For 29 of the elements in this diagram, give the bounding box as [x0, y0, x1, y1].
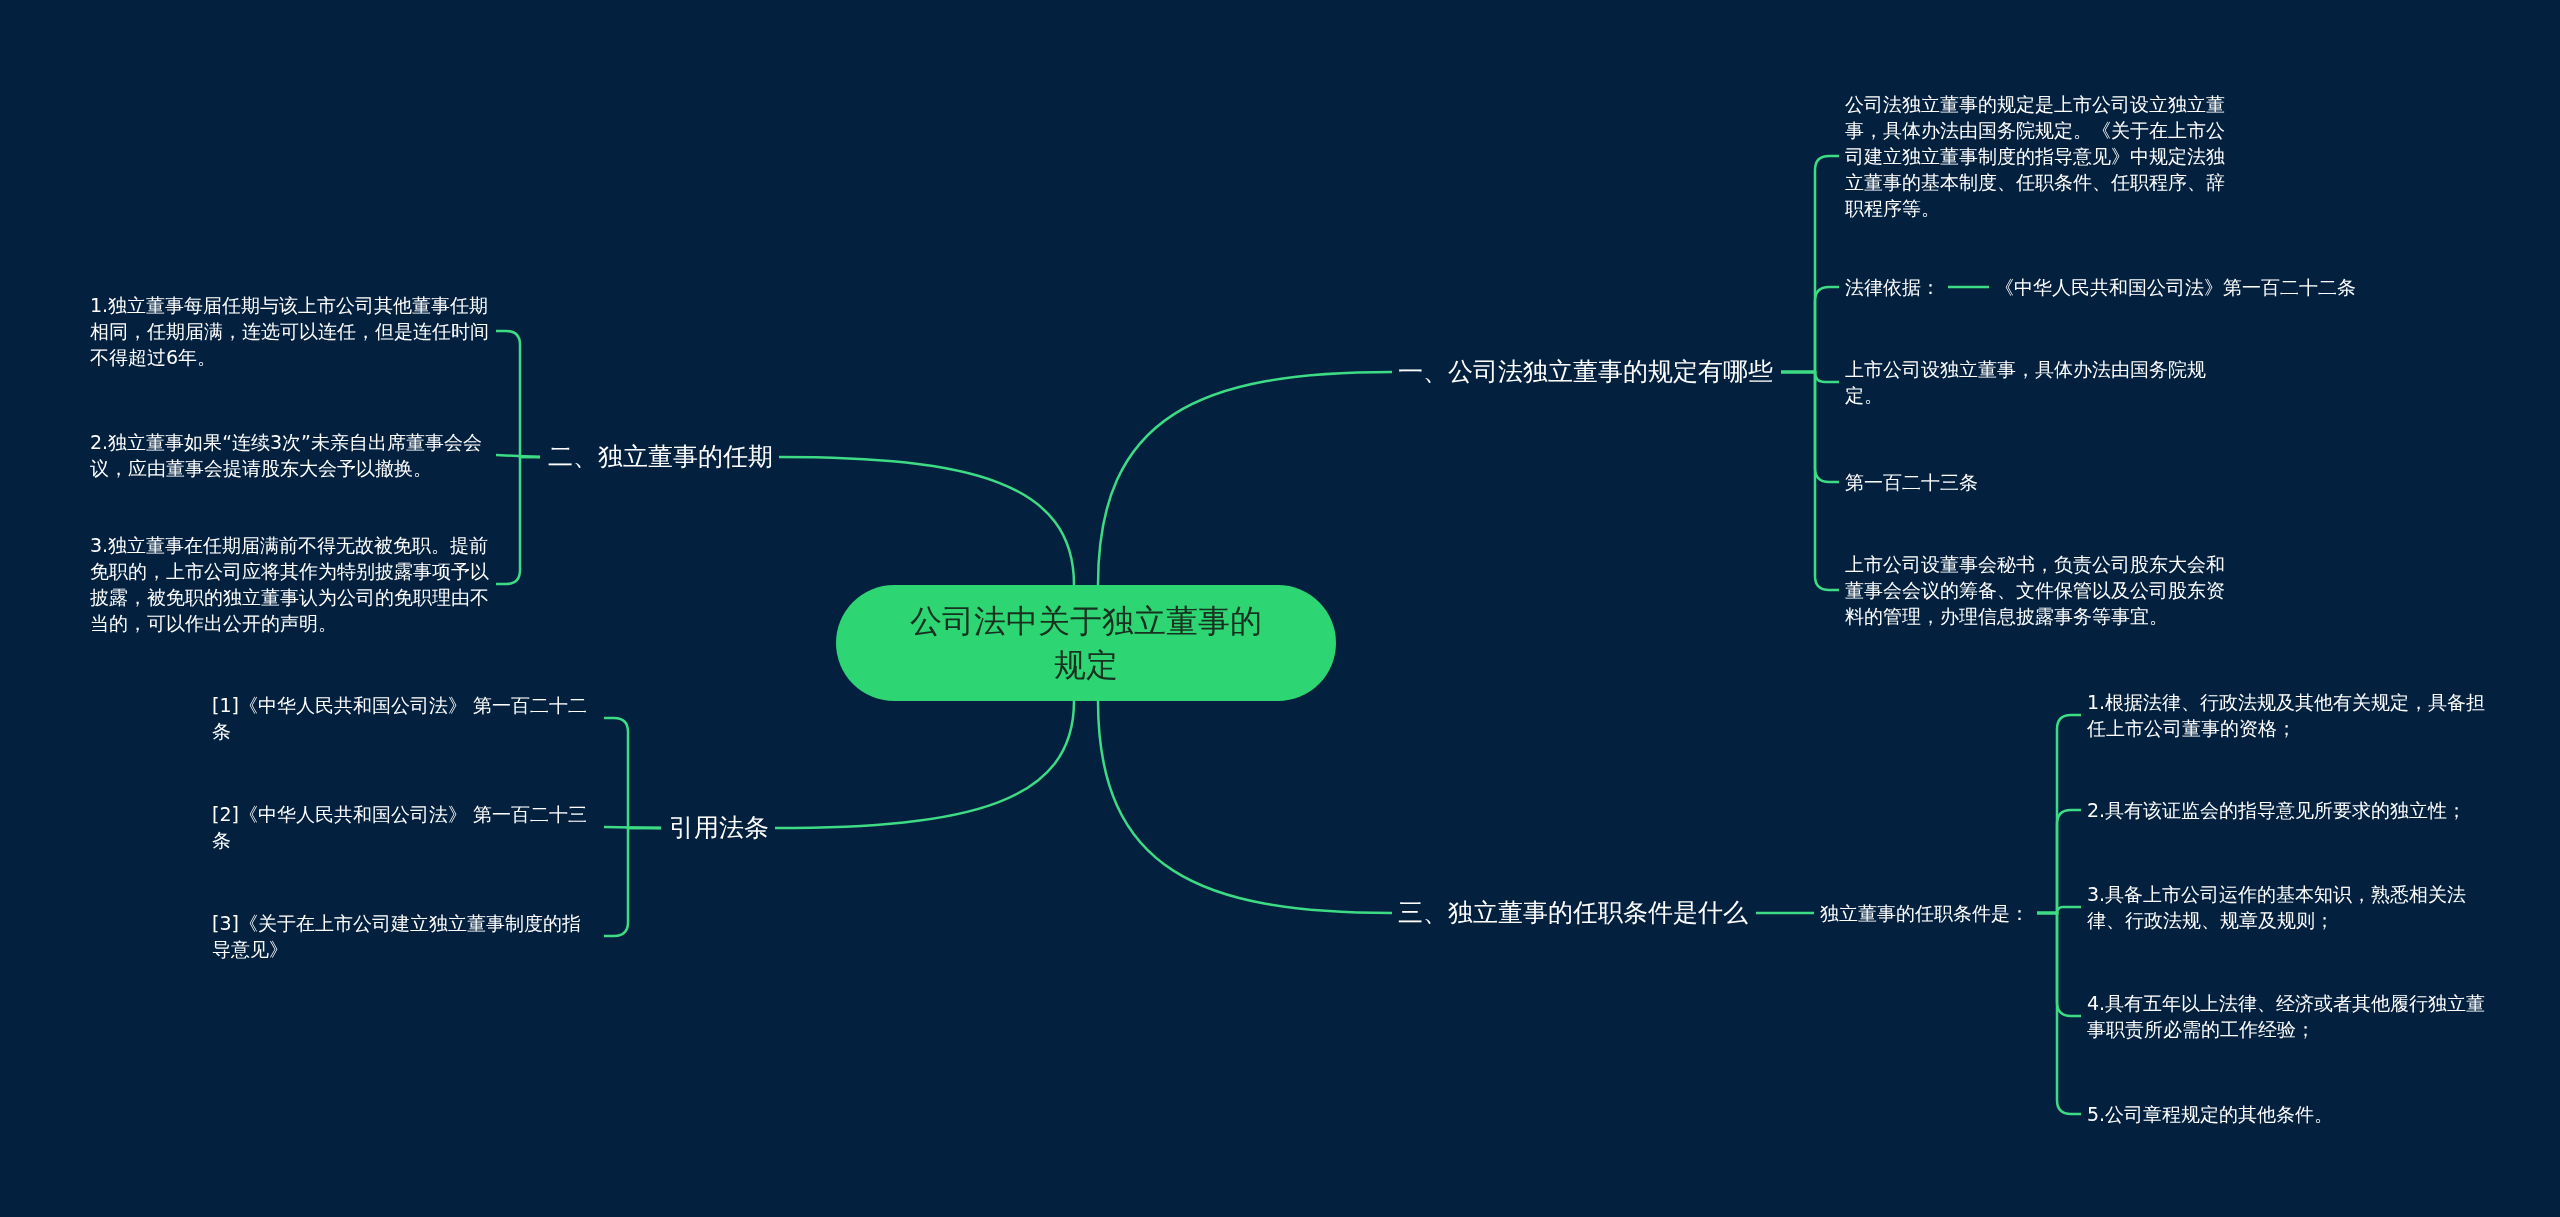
leaf-text: [3]《关于在上市公司建立独立董事制度的指导意见》 [212, 910, 598, 962]
leaf-text: 上市公司设董事会秘书，负责公司股东大会和董事会会议的筹备、文件保管以及公司股东资料的管理，办理信息披露事务等事宜。 [1845, 551, 2233, 629]
leaf-text: 第一百二十三条 [1845, 469, 1978, 495]
leaf-text: 法律依据： [1845, 274, 1940, 300]
connector-line [775, 700, 1076, 830]
leaf-text: 2.具有该证监会的指导意见所要求的独立性； [2087, 797, 2487, 823]
leaf-text: 上市公司设独立董事，具体办法由国务院规定。 [1845, 356, 2233, 408]
central-topic: 公司法中关于独立董事的规定 [836, 585, 1336, 701]
branch-topic: 引用法条 [669, 812, 769, 844]
leaf-text: 3.独立董事在任期届满前不得无故被免职。提前免职的，上市公司应将其作为特别披露事项予以披露，被免职的独立董事认为公司的免职理由不当的，可以作出公开的声明。 [90, 532, 490, 636]
leaf-text: [2]《中华人民共和国公司法》 第一百二十三条 [212, 801, 598, 853]
connector-line [1948, 285, 1989, 289]
leaf-text: 1.根据法律、行政法规及其他有关规定，具备担任上市公司董事的资格； [2087, 689, 2487, 741]
connector-line [1096, 370, 1393, 586]
connector-line [1096, 700, 1393, 915]
leaf-text: 5.公司章程规定的其他条件。 [2087, 1101, 2487, 1127]
leaf-text: 4.具有五年以上法律、经济或者其他履行独立董事职责所必需的工作经验； [2087, 990, 2487, 1042]
leaf-text: 公司法独立董事的规定是上市公司设立独立董事，具体办法由国务院规定。《关于在上市公司建立独立董事制度的指导意见》中规定法独立董事的基本制度、任职条件、任职程序、辞职程序等。 [1845, 91, 2233, 221]
leaf-text: 3.具备上市公司运作的基本知识，熟悉相关法律、行政法规、规章及规则； [2087, 881, 2487, 933]
leaf-text: 2.独立董事如果“连续3次”未亲自出席董事会会议，应由董事会提请股东大会予以撤换。 [90, 429, 490, 481]
branch-topic: 二、独立董事的任期 [548, 441, 773, 473]
branch-topic: 一、公司法独立董事的规定有哪些 [1398, 356, 1773, 388]
leaf-text: 《中华人民共和国公司法》第一百二十二条 [1995, 274, 2356, 300]
leaf-text: [1]《中华人民共和国公司法》 第一百二十二条 [212, 692, 598, 744]
leaf-text: 1.独立董事每届任期与该上市公司其他董事任期相同，任期届满，连选可以连任，但是连任时间不得超过6年。 [90, 292, 490, 370]
connector-line [1756, 911, 1814, 915]
connector-line [779, 455, 1076, 586]
leaf-text: 独立董事的任职条件是： [1820, 900, 2029, 926]
branch-topic: 三、独立董事的任职条件是什么 [1398, 897, 1748, 929]
